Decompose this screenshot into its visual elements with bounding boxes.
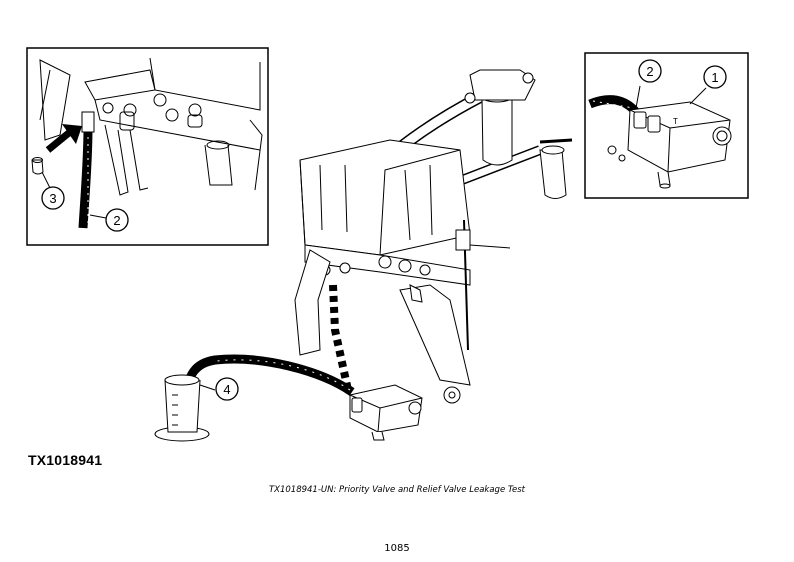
left-callout-2: 2 (113, 213, 120, 228)
right-callout-1-circle (703, 65, 727, 89)
left-inset-arrow (45, 124, 82, 153)
main-vertical-hose (329, 284, 352, 391)
figure-caption: TX1018941-UN: Priority Valve and Relief … (268, 485, 526, 495)
left-inset-hose-fitting (81, 111, 95, 133)
left-callout-3: 3 (49, 191, 56, 206)
figure-id: TX1018941 (28, 452, 103, 468)
main-test-hose (180, 354, 355, 399)
left-callout-2-circle (105, 208, 129, 232)
beaker (154, 374, 210, 442)
main-valve-block (349, 384, 423, 441)
right-callout-2: 2 (646, 64, 653, 79)
left-inset-machinery (31, 57, 263, 196)
right-inset-valve-block (607, 101, 732, 189)
left-inset-hose (78, 127, 93, 229)
port-label-t: T (673, 117, 678, 126)
right-callout-1: 1 (711, 70, 718, 85)
right-inset: T 2 1 (584, 52, 749, 199)
right-callout-2-circle (638, 59, 662, 83)
right-inset-hose (588, 95, 640, 116)
main-callout-4: 4 (223, 382, 230, 397)
left-inset: 3 2 (26, 47, 269, 246)
page-number: 1085 (384, 543, 410, 554)
main-assembly (294, 69, 573, 404)
left-callout-3-circle (41, 186, 65, 210)
main-callout-4-circle (215, 377, 239, 401)
